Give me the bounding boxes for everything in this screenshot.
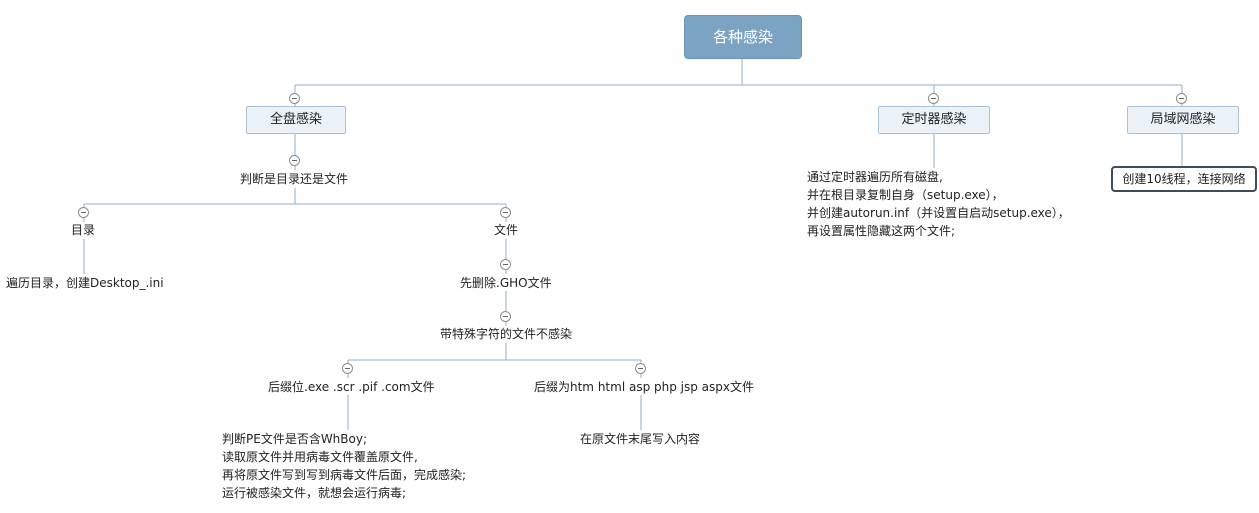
- node-suffix-web[interactable]: 后缀为htm html asp php jsp aspx文件: [534, 380, 754, 394]
- root-node[interactable]: 各种感染: [684, 15, 802, 59]
- collapse-toggle-icon[interactable]: [635, 363, 646, 374]
- collapse-toggle-icon[interactable]: [500, 259, 511, 270]
- detail-line: 再将原文件写到写到病毒文件后面，完成感染;: [222, 468, 467, 482]
- node-timer-infection[interactable]: 定时器感染: [878, 106, 990, 134]
- detail-line: 通过定时器遍历所有磁盘,: [807, 170, 943, 184]
- node-lan-detail-selected[interactable]: 创建10线程，连接网络: [1111, 166, 1257, 192]
- node-timer-details[interactable]: 通过定时器遍历所有磁盘, 并在根目录复制自身（setup.exe）， 并创建au…: [807, 168, 1070, 240]
- node-full-disk-infection[interactable]: 全盘感染: [246, 106, 346, 134]
- node-suffix-exe-details[interactable]: 判断PE文件是否含WhBoy; 读取原文件并用病毒文件覆盖原文件, 再将原文件写…: [222, 430, 466, 502]
- detail-line: 并在根目录复制自身（setup.exe），: [807, 188, 1004, 202]
- node-directory[interactable]: 目录: [71, 223, 96, 237]
- collapse-toggle-icon[interactable]: [78, 207, 89, 218]
- node-file[interactable]: 文件: [494, 223, 519, 237]
- node-delete-gho[interactable]: 先删除.GHO文件: [460, 276, 552, 290]
- collapse-toggle-icon[interactable]: [1176, 93, 1187, 104]
- detail-line: 并创建autorun.inf（并设置自启动setup.exe），: [807, 206, 1070, 220]
- collapse-toggle-icon[interactable]: [928, 93, 939, 104]
- node-suffix-web-detail[interactable]: 在原文件末尾写入内容: [580, 432, 701, 446]
- collapse-toggle-icon[interactable]: [500, 207, 511, 218]
- collapse-toggle-icon[interactable]: [500, 311, 511, 322]
- detail-line: 判断PE文件是否含WhBoy;: [222, 432, 368, 446]
- node-lan-infection[interactable]: 局域网感染: [1127, 106, 1239, 134]
- detail-line: 读取原文件并用病毒文件覆盖原文件,: [222, 450, 418, 464]
- detail-line: 运行被感染文件，就想会运行病毒;: [222, 486, 407, 500]
- collapse-toggle-icon[interactable]: [289, 93, 300, 104]
- collapse-toggle-icon[interactable]: [289, 155, 300, 166]
- node-directory-detail[interactable]: 遍历目录，创建Desktop_.ini: [6, 276, 164, 290]
- node-suffix-exe[interactable]: 后缀位.exe .scr .pif .com文件: [268, 380, 435, 394]
- detail-line: 再设置属性隐藏这两个文件;: [807, 224, 956, 238]
- node-skip-special-chars[interactable]: 带特殊字符的文件不感染: [440, 327, 573, 341]
- node-judge-dir-or-file[interactable]: 判断是目录还是文件: [240, 172, 349, 186]
- collapse-toggle-icon[interactable]: [342, 363, 353, 374]
